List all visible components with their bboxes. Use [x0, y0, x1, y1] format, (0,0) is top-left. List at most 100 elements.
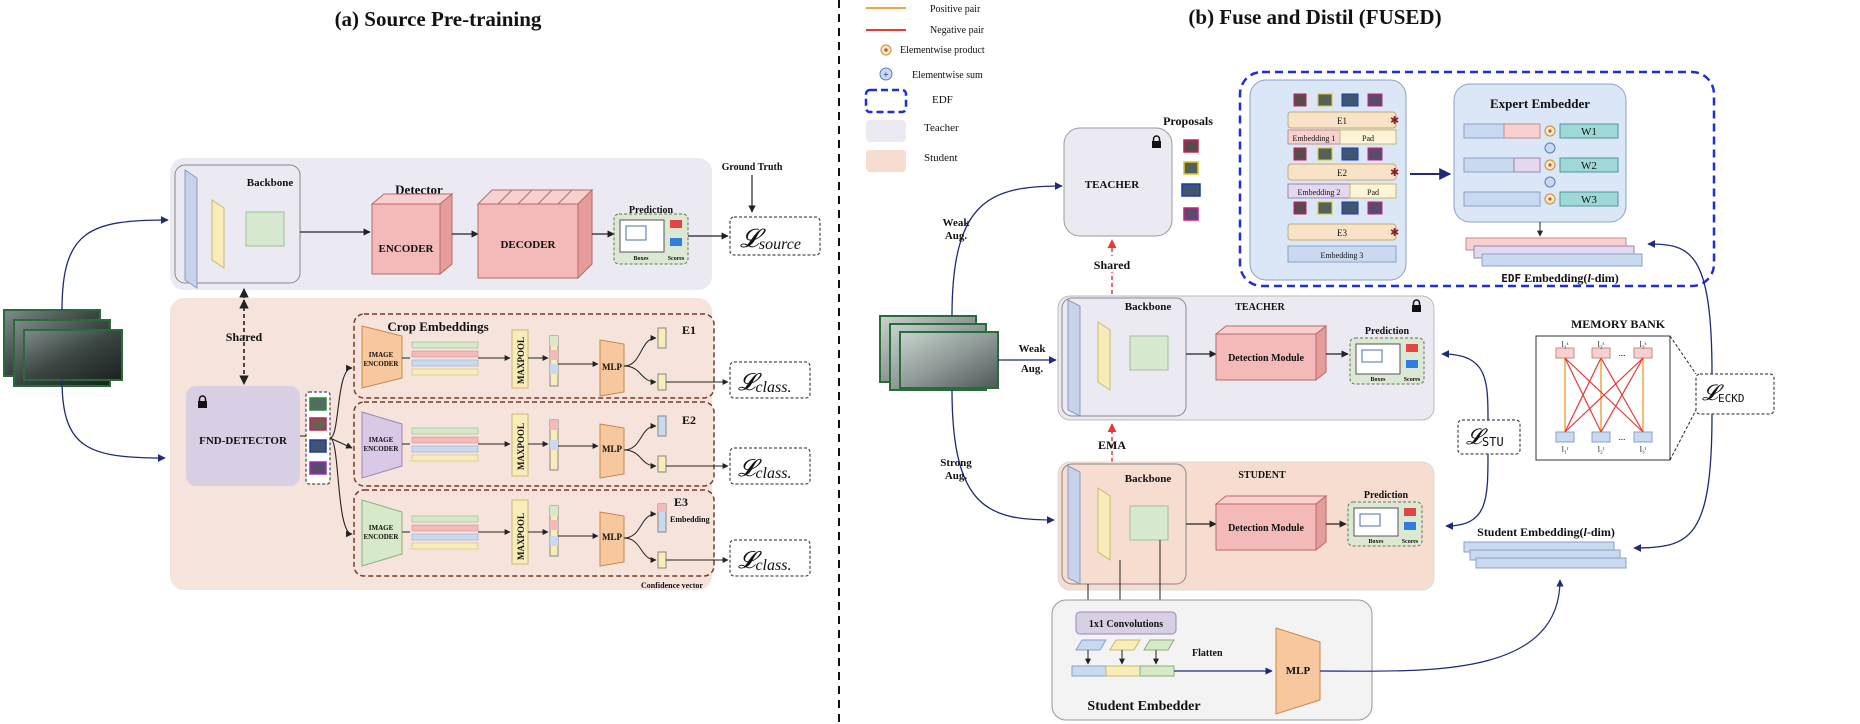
- weak-aug-1a: Weak: [943, 217, 971, 229]
- backbone-layers: [184, 169, 285, 289]
- edf-expert-rows: ✱ ✱ ✱: [1287, 93, 1399, 263]
- weak-aug-2a: Weak: [1019, 343, 1047, 355]
- encoder-label: ENCODER: [378, 243, 434, 255]
- svg-text:✱: ✱: [1390, 227, 1399, 239]
- legend: +: [864, 7, 908, 172]
- teacher-backbone-label: Backbone: [1125, 301, 1172, 313]
- mlp-2: MLP: [602, 444, 622, 454]
- image-encoder-2a: IMAGE: [369, 436, 394, 444]
- mb-bot-1: l₁ᵗ: [1562, 445, 1569, 454]
- expert-row-3: [353, 489, 715, 577]
- svg-text:✱: ✱: [1390, 115, 1399, 127]
- detector-label: Detector: [395, 182, 443, 197]
- lock-icon: [198, 395, 207, 408]
- loss-class-2: 𝓛class.: [738, 456, 791, 482]
- legend-positive: Positive pair: [930, 4, 981, 15]
- input-image-stack: [3, 309, 123, 387]
- mb-bot-2: l₂ᵗ: [1598, 445, 1605, 454]
- memory-bank-label: MEMORY BANK: [1571, 317, 1666, 331]
- backbone-label: Backbone: [247, 177, 294, 189]
- shared-label-right: Shared: [1094, 258, 1131, 272]
- expert-embedder-label: Expert Embedder: [1490, 96, 1590, 111]
- loss-source-box: [729, 216, 821, 256]
- proposals-label: Proposals: [1163, 114, 1213, 128]
- loss-class-1-box: [729, 361, 811, 399]
- legend-edf: EDF: [932, 94, 953, 106]
- legend-teacher: Teacher: [924, 122, 959, 134]
- edf-pad1: Pad: [1362, 134, 1374, 143]
- image-encoder-1b: ENCODER: [363, 360, 399, 368]
- maxpool-1: MAXPOOL: [516, 337, 526, 384]
- mb-top-1: l₁ˢ: [1562, 340, 1569, 349]
- panel-a-title: (a) Source Pre-training: [335, 7, 542, 31]
- legend-product: Elementwise product: [900, 45, 985, 56]
- loss-eckd-box: [1695, 373, 1775, 415]
- arrow-to-detector: [61, 216, 169, 311]
- legend-negative: Negative pair: [930, 25, 985, 36]
- student-label: STUDENT: [1238, 470, 1286, 481]
- edf-e1: E1: [1337, 116, 1347, 126]
- teacher-prediction-label: Prediction: [1365, 326, 1410, 337]
- student-backbone-layers: [1067, 465, 1169, 585]
- loss-class-2-box: [729, 447, 811, 485]
- teacher-detection-label: Detection Module: [1228, 353, 1304, 364]
- backbone-box: [174, 164, 301, 284]
- student-prediction-label: Prediction: [1364, 490, 1409, 501]
- decoder-label: DECODER: [500, 239, 556, 251]
- conv-box: [1075, 611, 1177, 635]
- crop-thumbnails: [305, 391, 331, 485]
- boxes-label: Boxes: [634, 256, 650, 262]
- loss-stu-box: [1457, 419, 1521, 455]
- lock-icon-teacher-region: [1412, 299, 1421, 312]
- mb-ellipsis-bot: ...: [1619, 432, 1626, 442]
- student-backbone-label: Backbone: [1125, 473, 1172, 485]
- teacher-label: TEACHER: [1235, 302, 1285, 313]
- student-scores: Scores: [1402, 539, 1419, 545]
- student-detection-label: Detection Module: [1228, 523, 1304, 534]
- student-detection-module: [1214, 494, 1328, 552]
- teacher-proposal-box: [1063, 127, 1173, 237]
- fnd-detector-label: FND-DETECTOR: [199, 435, 288, 447]
- edf-pad2: Pad: [1367, 188, 1379, 197]
- image-encoder-1a: IMAGE: [369, 351, 394, 359]
- confidence-label: Confidence vector: [641, 581, 703, 590]
- legend-sum: Elementwise sum: [912, 70, 983, 81]
- scores-label: Scores: [668, 256, 685, 262]
- weak-aug-1b: Aug.: [945, 230, 968, 242]
- teacher-scores: Scores: [1404, 377, 1421, 383]
- mb-top-3: l₃ˢ: [1640, 340, 1647, 349]
- image-encoder-3a: IMAGE: [369, 524, 394, 532]
- crop-embeddings-label: Crop Embeddings: [387, 319, 488, 334]
- lock-icon-teacher: [1152, 135, 1161, 148]
- maxpool-3: MAXPOOL: [516, 513, 526, 560]
- mb-ellipsis-top: ...: [1619, 348, 1626, 358]
- student-mlp-block: [1275, 627, 1321, 715]
- ground-truth-label: Ground Truth: [722, 162, 783, 173]
- mlp-3: MLP: [602, 532, 622, 542]
- e3-label: E3: [674, 495, 688, 509]
- ema-label: EMA: [1098, 438, 1126, 452]
- legend-student: Student: [924, 152, 958, 164]
- edf-e2: E2: [1337, 168, 1347, 178]
- strong-aug-a: Strong: [940, 457, 972, 469]
- encoder-block: [370, 192, 454, 276]
- edf-embedding-label: EDF Embedding(l-dim): [1501, 271, 1619, 285]
- panel-b-title: (b) Fuse and Distil (FUSED): [1188, 5, 1441, 29]
- student-boxes: Boxes: [1369, 539, 1385, 545]
- foggy-image-stack: [879, 315, 999, 391]
- decoder-block: [476, 188, 594, 280]
- student-mlp-label: MLP: [1286, 665, 1311, 677]
- expert-embedder-rows: [1463, 123, 1619, 207]
- mb-top-2: l₂ˢ: [1598, 340, 1605, 349]
- student-embedder-label: Student Embedder: [1087, 699, 1200, 714]
- edf-embedding-bars: [1465, 237, 1643, 267]
- edf-e3: E3: [1337, 228, 1347, 238]
- w2-label: W2: [1581, 160, 1597, 172]
- student-embedding-bars: [1463, 541, 1627, 569]
- expert-row-1: [353, 313, 715, 399]
- image-encoder-2b: ENCODER: [363, 445, 399, 453]
- mb-bot-3: l₃ᵗ: [1640, 445, 1647, 454]
- proposal-thumbnails: [1181, 139, 1201, 221]
- flatten-label: Flatten: [1192, 648, 1223, 659]
